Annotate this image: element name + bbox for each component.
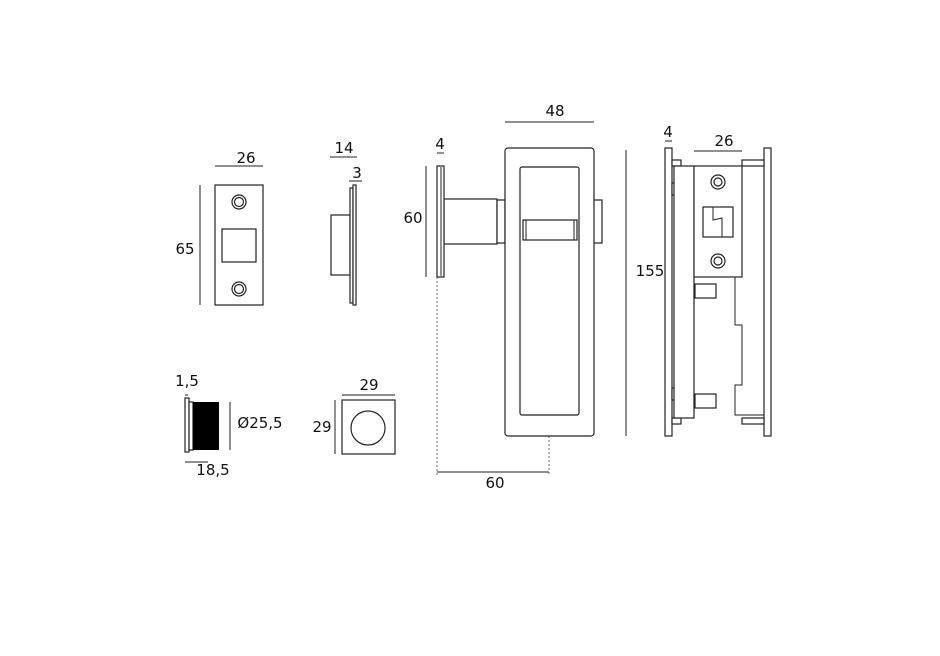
cylinder-diameter-label: Ø25,5: [237, 414, 282, 432]
strike-height-label: 65: [175, 240, 194, 258]
strike-thickness-label: 3: [352, 164, 362, 182]
lock-height-label: 155: [636, 262, 665, 280]
flush-pull-front: 48: [504, 102, 595, 437]
handle-side-view: 4 60 60: [403, 135, 603, 492]
rosette-width-label: 29: [359, 376, 378, 394]
strike-plate-side: 14 3: [330, 139, 362, 306]
handle-height-label: 60: [403, 209, 422, 227]
lock-faceplate-width-label: 26: [714, 132, 733, 150]
rosette-view: 29 29: [312, 376, 396, 455]
lock-thickness-label: 4: [663, 123, 673, 141]
strike-width-label: 26: [236, 149, 255, 167]
strike-depth-label: 14: [334, 139, 353, 157]
handle-thickness-label: 4: [435, 135, 445, 153]
cylinder-view: 1,5 Ø25,5 18,5: [175, 372, 283, 479]
cylinder-flange-label: 1,5: [175, 372, 199, 390]
pull-width-label: 48: [545, 102, 564, 120]
lock-body-view: 155 4 26: [625, 123, 772, 437]
cylinder-length-label: 18,5: [196, 461, 229, 479]
strike-plate-front: 26 65: [175, 149, 264, 306]
handle-offset-label: 60: [485, 474, 504, 492]
rosette-height-label: 29: [312, 418, 331, 436]
